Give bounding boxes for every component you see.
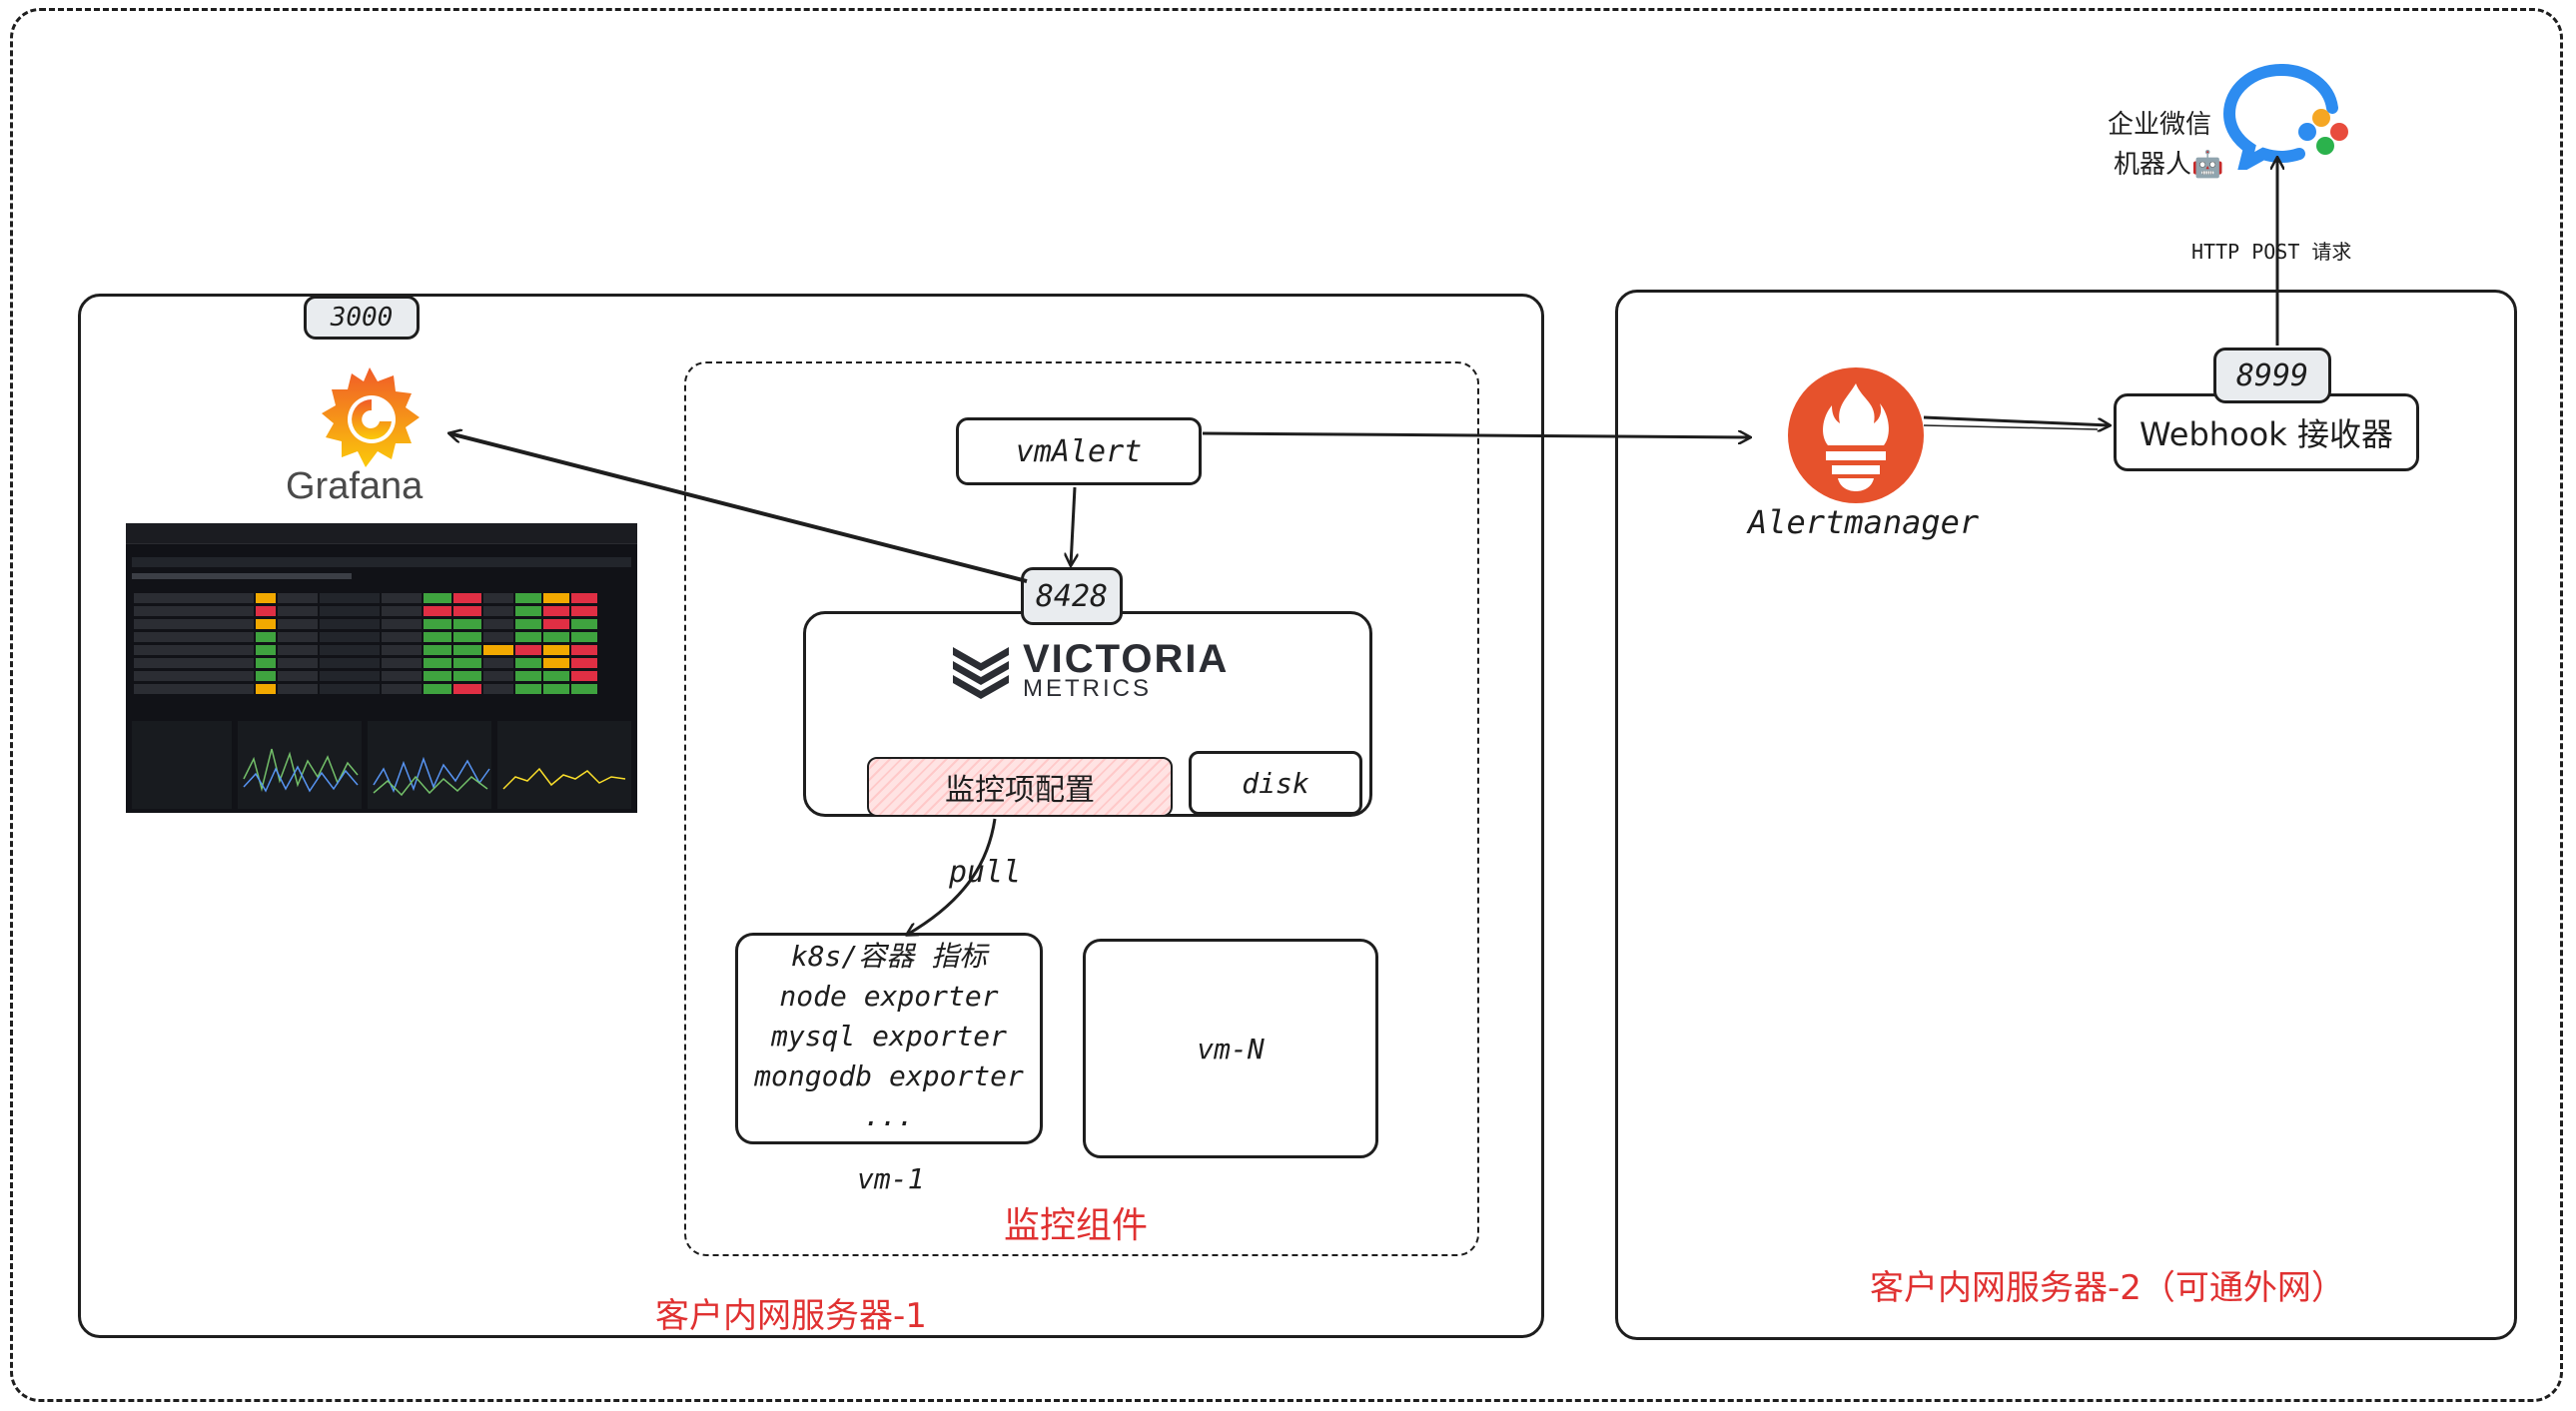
vmalert-to-vm-arrow (1071, 486, 1075, 565)
webhook-label: Webhook 接收器 (2140, 415, 2393, 453)
pull-label: pull (949, 855, 1022, 890)
grafana-icon (322, 367, 420, 467)
grafana-dashboard-screenshot (126, 523, 637, 813)
dashboard-filterbar (132, 557, 631, 567)
grafana-port-badge: 3000 (304, 296, 420, 340)
victoria-wordmark-line1: VICTORIA (1023, 637, 1230, 681)
monitoring-group-box (684, 361, 1479, 1256)
victoria-wordmark-line2: METRICS (1023, 675, 1152, 702)
dashboard-subtitle-bar (132, 573, 352, 579)
http-post-label: HTTP POST 请求 (2191, 240, 2352, 264)
table-row (134, 645, 629, 655)
alertmanager-icon (1788, 367, 1924, 503)
monitoring-config-box: 监控项配置 (867, 757, 1173, 817)
vm-1-line: k8s/容器 指标 (790, 940, 988, 973)
victoria-metrics-icon (953, 647, 1009, 699)
wecom-icon (2222, 64, 2348, 170)
table-row (134, 658, 629, 668)
dashboard-timeseries-panels (132, 721, 631, 809)
table-row (134, 619, 629, 629)
server-1-box (78, 294, 1544, 1338)
alertmanager-label: Alertmanager (1748, 503, 1980, 541)
vm-port-badge: 8428 (1021, 567, 1123, 625)
vm-to-grafana-arrow (449, 433, 1028, 583)
monitoring-group-label: 监控组件 (1004, 1205, 1149, 1246)
table-row (134, 606, 629, 616)
webhook-port-badge: 8999 (2213, 348, 2331, 403)
vmalert-to-alertmanager-arrow (1202, 433, 1750, 437)
vm-1-box (735, 933, 1043, 1144)
disk-box: disk (1189, 751, 1362, 815)
wechat-label-line1: 企业微信 (2108, 110, 2212, 140)
grafana-wordmark: Grafana (286, 465, 424, 507)
table-row (134, 593, 629, 603)
wechat-label-line2: 机器人🤖 (2114, 150, 2224, 180)
table-row (134, 684, 629, 694)
vm-1-contents: k8s/容器 指标 node exporter mysql exporter m… (735, 937, 1043, 1136)
monitoring-config-label: 监控项配置 (945, 773, 1095, 808)
server-2-box (1615, 290, 2517, 1340)
vm-1-line: node exporter (779, 980, 999, 1013)
dashboard-table (134, 593, 629, 697)
vm-1-line: mongodb exporter (754, 1059, 1024, 1092)
vmalert-label: vmAlert (1015, 433, 1143, 469)
outer-frame (10, 8, 2563, 1402)
table-row (134, 671, 629, 681)
vm-1-line: ... (863, 1099, 915, 1132)
vmalert-box: vmAlert (956, 417, 1202, 485)
vm-n-box: vm-N (1083, 939, 1378, 1158)
dashboard-topbar (126, 523, 637, 544)
alertmanager-to-webhook-arrow (1923, 415, 2110, 425)
table-row (134, 632, 629, 642)
pull-arrow (907, 818, 997, 935)
vm-1-caption: vm-1 (857, 1162, 925, 1195)
vm-n-label: vm-N (1197, 1032, 1265, 1065)
server-1-label: 客户内网服务器-1 (655, 1296, 927, 1336)
vm-1-line: mysql exporter (770, 1020, 1007, 1053)
server-2-label: 客户内网服务器-2（可通外网） (1870, 1268, 2345, 1308)
disk-label: disk (1242, 766, 1309, 800)
